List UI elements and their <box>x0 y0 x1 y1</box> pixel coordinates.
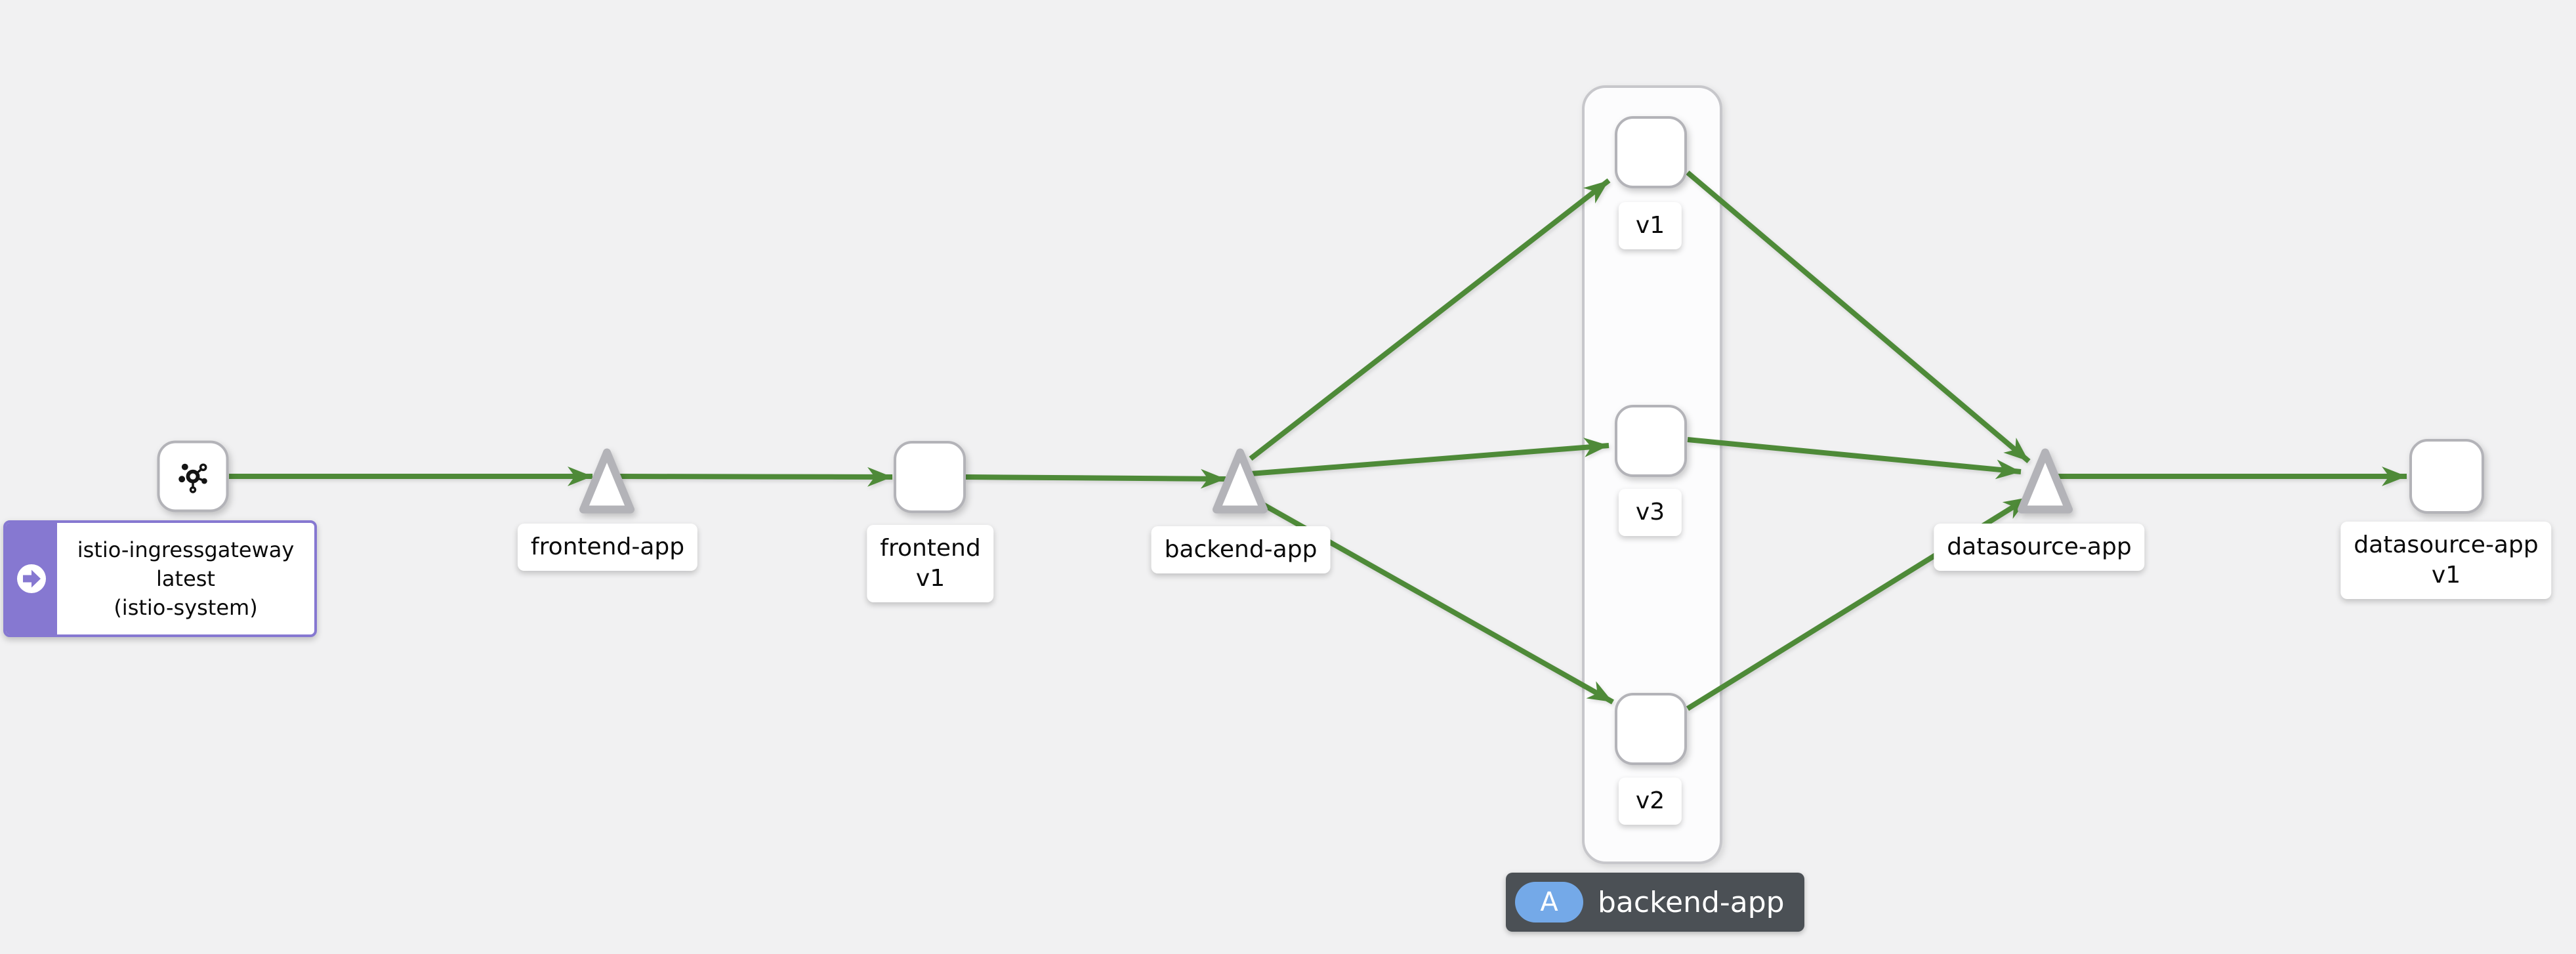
node-istio-ingressgateway[interactable] <box>157 440 229 512</box>
mesh-icon <box>178 463 207 493</box>
group-badge-label: backend-app <box>1598 885 1785 919</box>
node-backend-v1[interactable] <box>1615 116 1687 188</box>
label-line: frontend <box>880 535 981 562</box>
label-line: v1 <box>915 565 945 592</box>
gateway-badge-strip <box>6 523 57 634</box>
gateway-label-text: istio-ingressgateway latest (istio-syste… <box>57 523 314 634</box>
node-backend-v3[interactable] <box>1615 405 1687 477</box>
label-backend-v1[interactable]: v1 <box>1618 202 1682 249</box>
label-line: frontend-app <box>530 533 685 560</box>
node-frontend-app[interactable] <box>579 448 634 514</box>
label-frontend-app[interactable]: frontend-app <box>517 524 698 571</box>
label-line: datasource-app <box>2354 531 2539 558</box>
arrow-circle-right-icon <box>17 564 46 593</box>
label-line: v2 <box>1635 787 1665 814</box>
group-badge-backend-app[interactable]: A backend-app <box>1506 873 1804 932</box>
label-line: v1 <box>1635 212 1665 239</box>
node-frontend-v1[interactable] <box>894 441 966 513</box>
label-datasource-app[interactable]: datasource-app <box>1934 524 2145 571</box>
label-backend-v3[interactable]: v3 <box>1618 489 1682 536</box>
gateway-label-line: istio-ingressgateway <box>77 537 295 562</box>
node-datasource-v1[interactable] <box>2409 439 2484 514</box>
label-backend-app[interactable]: backend-app <box>1151 526 1331 573</box>
edge-frontend-app-to-frontend-v1[interactable] <box>618 467 893 487</box>
node-backend-v2[interactable] <box>1615 693 1687 765</box>
label-datasource-v1[interactable]: datasource-app v1 <box>2340 522 2552 599</box>
gateway-node-label[interactable]: istio-ingressgateway latest (istio-syste… <box>3 520 317 637</box>
label-backend-v2[interactable]: v2 <box>1618 778 1682 825</box>
label-frontend-v1[interactable]: frontend v1 <box>867 525 994 602</box>
label-line: backend-app <box>1164 536 1318 563</box>
edge-backend-app-to-backend-v1[interactable] <box>1249 178 1611 461</box>
node-backend-app[interactable] <box>1213 448 1268 514</box>
label-line: v1 <box>2431 562 2461 589</box>
label-line: datasource-app <box>1947 533 2132 560</box>
edge-backend-v3-to-datasource-app[interactable] <box>1687 437 2022 480</box>
gateway-label-line: (istio-system) <box>114 595 258 620</box>
gateway-label-line: latest <box>156 566 215 591</box>
node-datasource-app[interactable] <box>2018 448 2073 514</box>
app-badge-icon: A <box>1515 882 1583 923</box>
edge-frontend-v1-to-backend-app[interactable] <box>965 468 1226 489</box>
edge-backend-app-to-backend-v3[interactable] <box>1250 438 1610 476</box>
edges-layer <box>229 170 2407 711</box>
label-line: v3 <box>1635 499 1665 526</box>
edge-backend-v1-to-datasource-app[interactable] <box>1686 170 2031 464</box>
